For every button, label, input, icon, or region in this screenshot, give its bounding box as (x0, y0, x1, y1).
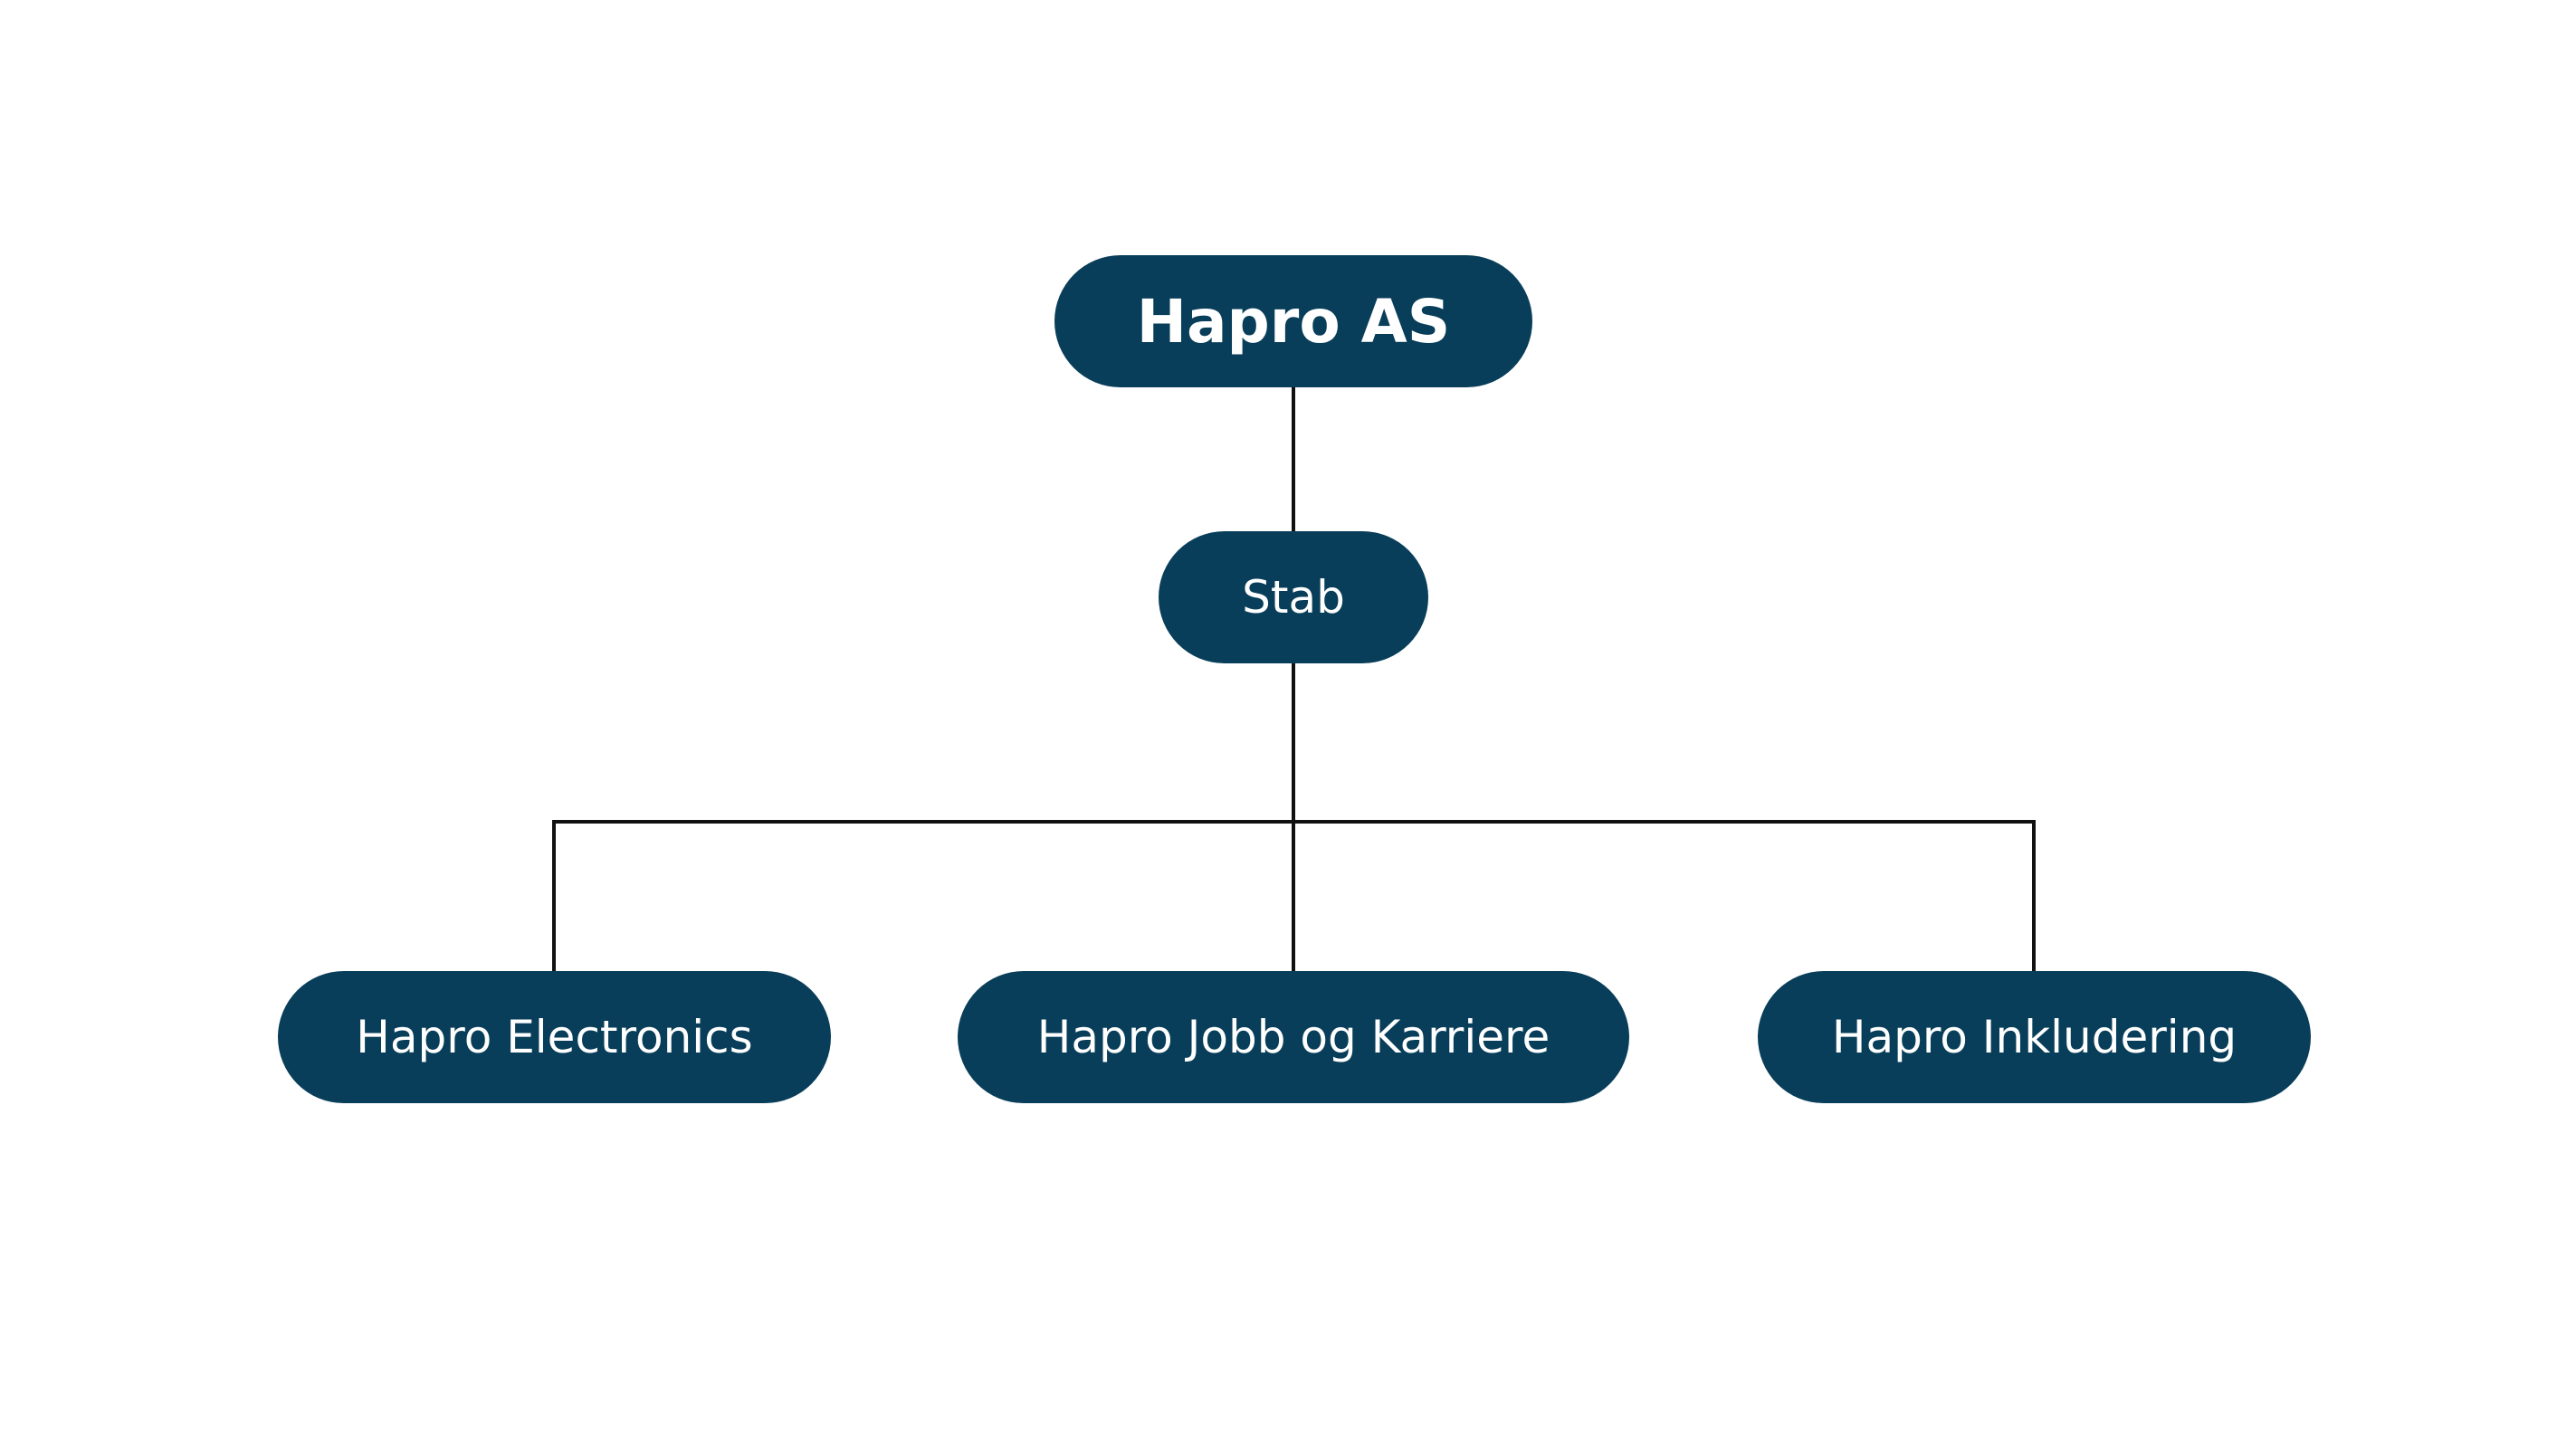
node-label: Hapro Electronics (356, 1011, 753, 1063)
node-hapro-jobb-og-karriere: Hapro Jobb og Karriere (958, 971, 1629, 1103)
node-label: Hapro Inkludering (1831, 1011, 2237, 1063)
node-hapro-as: Hapro AS (1054, 255, 1532, 387)
node-label: Hapro AS (1136, 286, 1451, 357)
node-label: Stab (1242, 571, 1345, 624)
node-stab: Stab (1159, 531, 1428, 663)
node-label: Hapro Jobb og Karriere (1036, 1011, 1550, 1063)
node-hapro-electronics: Hapro Electronics (278, 971, 831, 1103)
node-hapro-inkludering: Hapro Inkludering (1758, 971, 2311, 1103)
